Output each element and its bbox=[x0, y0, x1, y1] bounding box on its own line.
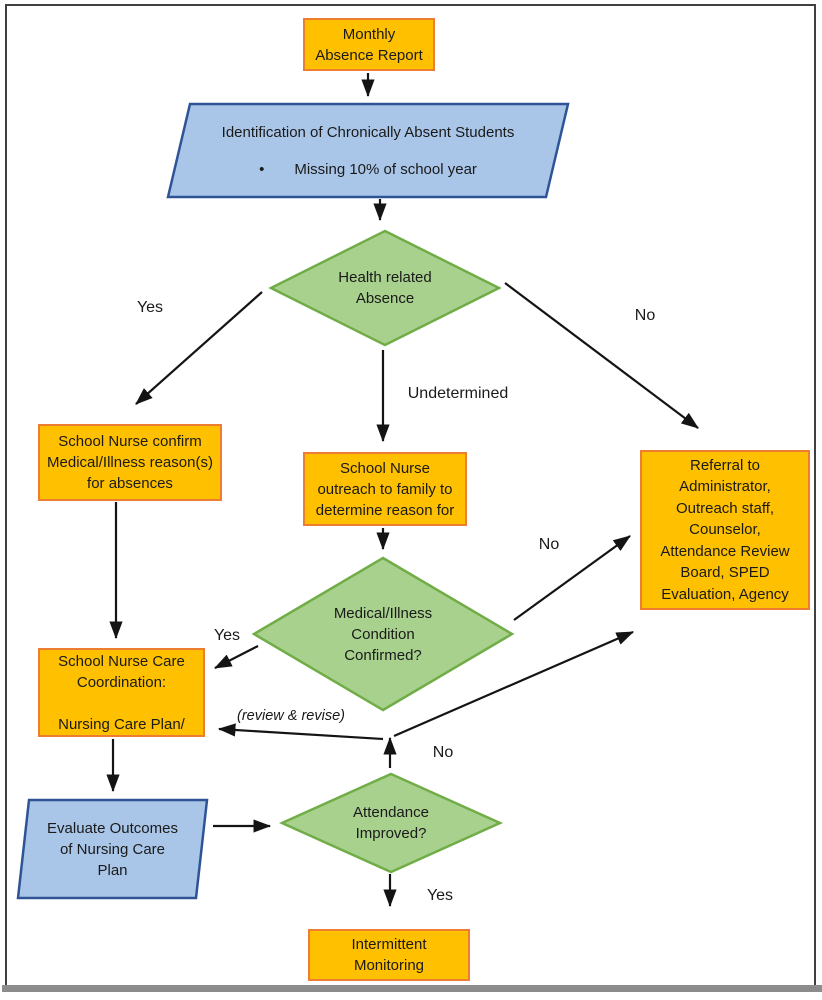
node-care-coordination bbox=[38, 648, 205, 737]
node-identification-text: Identification of Chronically Absent Stu… bbox=[168, 104, 568, 197]
bullet-glyph: • bbox=[259, 160, 265, 178]
edge-label-review-revise: (review & revise) bbox=[237, 708, 345, 724]
node-evaluate-outcomes-text: Evaluate Outcomes of Nursing Care Plan bbox=[18, 800, 207, 898]
node-condition-confirmed-text: Medical/Illness Condition Confirmed? bbox=[254, 558, 512, 710]
page-bottom-rule bbox=[2, 985, 822, 992]
node-line: of Nursing Care bbox=[59, 840, 166, 858]
node-health-related-text: Health related Absence bbox=[271, 231, 499, 345]
node-line: Plan bbox=[97, 861, 128, 879]
node-line: Attendance bbox=[353, 804, 429, 821]
edge-label-no-condition: No bbox=[538, 536, 560, 553]
node-referral bbox=[640, 450, 810, 610]
arrow-condition-yes-to-care bbox=[214, 645, 259, 669]
node-monthly-absence-report bbox=[303, 18, 435, 71]
node-school-nurse-outreach bbox=[303, 452, 467, 526]
shape-identification-parallelogram bbox=[166, 102, 570, 199]
arrow-condition-no-to-referral bbox=[513, 535, 631, 621]
edge-label-no-health: No bbox=[634, 307, 656, 324]
edge-label-yes-attendance: Yes bbox=[426, 887, 454, 904]
arrow-review-revise-to-care bbox=[217, 723, 384, 741]
node-line: Confirmed? bbox=[344, 646, 422, 664]
arrow-health-yes-to-confirm bbox=[135, 291, 263, 405]
node-intermittent-monitoring bbox=[308, 929, 470, 981]
node-line: Identification of Chronically Absent Stu… bbox=[221, 123, 515, 141]
shape-health-related-diamond bbox=[268, 229, 502, 347]
edge-label-undetermined: Undetermined bbox=[407, 385, 509, 402]
node-line: Improved? bbox=[355, 825, 427, 842]
shape-attendance-improved-diamond bbox=[278, 772, 504, 874]
node-line: Health related bbox=[338, 269, 432, 286]
node-school-nurse-confirm bbox=[38, 424, 222, 501]
node-line: Evaluate Outcomes bbox=[47, 819, 178, 837]
edge-label-no-attendance: No bbox=[432, 744, 454, 761]
node-line: Absence bbox=[355, 290, 415, 307]
node-line: Condition bbox=[351, 625, 415, 643]
node-line: Medical/Illness bbox=[333, 604, 433, 622]
edge-label-yes-condition: Yes bbox=[213, 627, 241, 644]
edge-label-yes-health: Yes bbox=[136, 299, 164, 316]
node-attendance-improved-text: Attendance Improved? bbox=[282, 774, 500, 872]
shape-evaluate-outcomes-parallelogram bbox=[16, 798, 209, 900]
shape-condition-confirmed-diamond bbox=[251, 556, 515, 712]
arrow-no-to-referral-long bbox=[393, 630, 635, 738]
node-line: Missing 10% of school year bbox=[294, 160, 477, 178]
arrow-health-no-to-referral bbox=[504, 282, 699, 429]
node-bullet-line: • Missing 10% of school year bbox=[259, 159, 477, 180]
